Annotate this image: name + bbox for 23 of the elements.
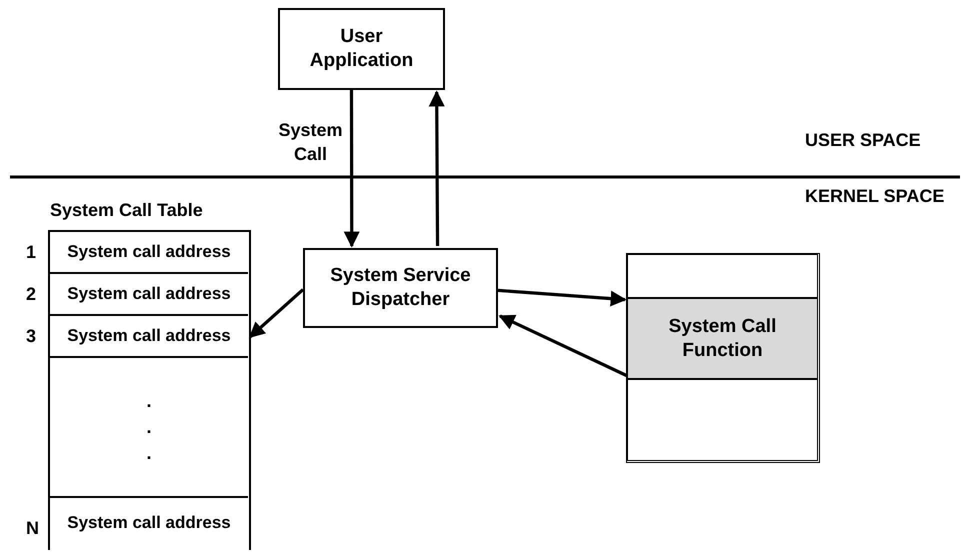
- function-cell: System Call Function: [627, 298, 818, 379]
- row-number: N: [26, 518, 39, 539]
- table-row: System call address: [50, 316, 248, 358]
- region-label: USER SPACE: [805, 130, 921, 151]
- arrow: [498, 288, 627, 307]
- table-row: System call address: [50, 232, 248, 274]
- region-label: KERNEL SPACE: [805, 186, 944, 207]
- table-row: System call address: [50, 498, 248, 548]
- memory-cell: [627, 254, 818, 298]
- row-number: 1: [26, 242, 36, 263]
- process-box: User Application: [278, 8, 445, 90]
- row-number: 3: [26, 326, 36, 347]
- arrow: [498, 314, 628, 378]
- table-title: System Call Table: [50, 199, 203, 222]
- ellipsis-dots: . . .: [145, 390, 152, 465]
- memory-block: [626, 253, 820, 463]
- memory-cell: [627, 379, 818, 461]
- arrow: [428, 90, 445, 246]
- table-row: System call address: [50, 274, 248, 316]
- arrow: [344, 90, 360, 248]
- arrow: [248, 288, 304, 338]
- row-number: 2: [26, 284, 36, 305]
- process-box: System Service Dispatcher: [303, 248, 498, 328]
